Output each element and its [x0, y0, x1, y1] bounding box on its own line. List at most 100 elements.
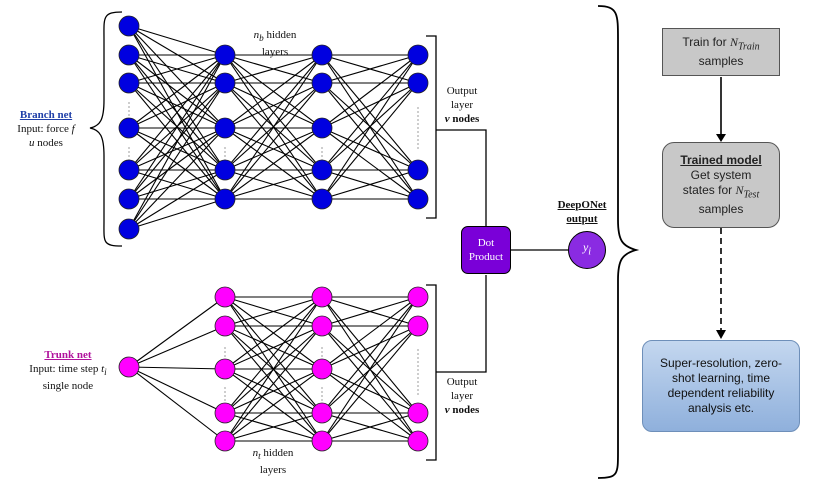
trunk-node-l2-n2: [311, 358, 333, 380]
applications-box: Super-resolution, zero- shot learning, t…: [642, 340, 800, 432]
trunk-edge: [128, 325, 226, 368]
branch-edge: [128, 127, 226, 171]
trunk-edge: [224, 296, 323, 327]
branch-ellipsis-dot: [321, 155, 323, 157]
branch-node-l1-n1: [214, 72, 236, 94]
deeponet-output-label: DeepONet output: [557, 199, 607, 225]
branch-input-brace: [89, 11, 123, 247]
trunk-ellipsis-dot: [224, 399, 226, 401]
trunk-edge: [321, 368, 419, 442]
branch-node-l1-n0: [214, 44, 236, 66]
branch-edge: [128, 25, 226, 171]
trunk-ellipsis-dot: [417, 389, 419, 391]
trunk-ellipsis-dot: [224, 347, 226, 349]
trunk-node-l1-n4: [214, 430, 236, 452]
branch-node-l3-n0: [407, 44, 429, 66]
trunk-edge: [128, 296, 226, 368]
branch-ellipsis-dot: [128, 151, 130, 153]
branch-node-l0-n0: [118, 15, 140, 37]
branch-ellipsis-dot: [417, 127, 419, 129]
trunk-edge: [224, 296, 323, 414]
branch-ellipsis-dot: [417, 147, 419, 149]
trunk-node-l2-n4: [311, 430, 333, 452]
branch-edge: [128, 54, 226, 200]
branch-node-l0-n6: [118, 218, 140, 240]
trunk-edge: [224, 296, 323, 442]
branch-edge: [128, 169, 226, 230]
branch-edge: [128, 198, 226, 230]
trained-model-box: Trained model Get system states for NTes…: [662, 142, 780, 228]
trunk-edge: [224, 368, 323, 414]
branch-ellipsis-dot: [128, 147, 130, 149]
branch-node-l1-n2: [214, 117, 236, 139]
network-edges: [128, 25, 419, 442]
branch-ellipsis-dot: [224, 151, 226, 153]
trunk-edge: [321, 296, 419, 327]
branch-ellipsis-dot: [128, 106, 130, 108]
branch-input-line1: Input: force f: [17, 123, 75, 135]
branch-edge: [321, 82, 419, 129]
trunk-edge: [321, 368, 419, 414]
branch-edge: [128, 82, 226, 129]
branch-edge: [321, 54, 419, 200]
branch-node-l2-n3: [311, 159, 333, 181]
branch-ellipsis-dot: [417, 107, 419, 109]
trunk-ellipsis-dot: [417, 365, 419, 367]
trunk-node-l2-n0: [311, 286, 333, 308]
branch-node-l1-n3: [214, 159, 236, 181]
ellipsis-dots: [128, 102, 419, 401]
branch-edge: [321, 169, 419, 200]
branch-node-l3-n3: [407, 188, 429, 210]
connector-lines: [89, 5, 726, 479]
trunk-ellipsis-dot: [417, 373, 419, 375]
trunk-edge: [224, 368, 323, 442]
branch-edge: [224, 127, 323, 171]
branch-ellipsis-dot: [417, 123, 419, 125]
trunk-ellipsis-dot: [321, 387, 323, 389]
trunk-node-l3-n0: [407, 286, 429, 308]
branch-ellipsis-dot: [224, 147, 226, 149]
branch-edge: [321, 54, 419, 171]
trunk-ellipsis-dot: [417, 349, 419, 351]
branch-edge: [128, 127, 226, 200]
branch-edge: [321, 127, 419, 200]
arrowhead-1: [716, 134, 726, 142]
trunk-edge: [128, 366, 226, 442]
branch-edge: [224, 82, 323, 129]
branch-node-l0-n1: [118, 44, 140, 66]
deeponet-output-node: yi: [568, 231, 606, 269]
trunk-ellipsis-dot: [417, 361, 419, 363]
branch-node-l2-n4: [311, 188, 333, 210]
branch-input-line2: u nodes: [29, 137, 63, 149]
trunk-ellipsis-dot: [321, 391, 323, 393]
trunk-edge: [321, 296, 419, 442]
trunk-input-line1: Input: time step ti: [29, 363, 107, 378]
trunk-ellipsis-dot: [321, 351, 323, 353]
trunk-edge: [321, 412, 419, 442]
flow-brace: [597, 5, 640, 479]
branch-edge: [224, 169, 323, 200]
trunk-ellipsis-dot: [224, 391, 226, 393]
branch-ellipsis-dot: [128, 114, 130, 116]
branch-ellipsis-dot: [321, 151, 323, 153]
branch-hidden-label: nb hidden layers: [253, 29, 297, 59]
trunk-node-l1-n1: [214, 315, 236, 337]
branch-edge: [224, 54, 323, 171]
trunk-ellipsis-dot: [321, 399, 323, 401]
arrowhead-2: [716, 330, 726, 339]
branch-node-l0-n3: [118, 117, 140, 139]
trunk-edge: [224, 296, 323, 370]
trunk-ellipsis-dot: [417, 393, 419, 395]
branch-ellipsis-dot: [417, 115, 419, 117]
branch-edge: [128, 25, 226, 56]
trunk-ellipsis-dot: [417, 377, 419, 379]
branch-edge: [224, 54, 323, 84]
trunk-edge: [224, 325, 323, 370]
branch-edge: [321, 54, 419, 129]
trunk-node-l3-n1: [407, 315, 429, 337]
trunk-ellipsis-dot: [417, 353, 419, 355]
branch-edge: [321, 82, 419, 200]
trunk-net-label: Trunk net Input: time step ti single nod…: [2, 348, 134, 393]
